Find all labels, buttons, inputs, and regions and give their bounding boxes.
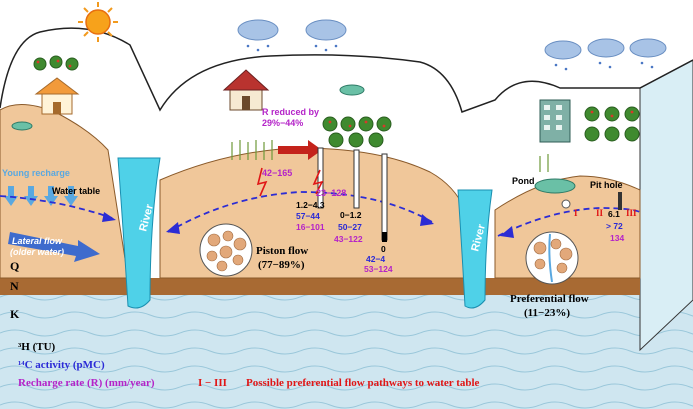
rain-cloud-icon — [237, 19, 667, 60]
well3-recharge: 53−124 — [364, 264, 393, 274]
preferential-flow-soil-closeup — [525, 231, 579, 285]
rain-drops — [246, 44, 654, 71]
pit-hole-recharge: 134 — [610, 233, 624, 243]
pond-label: Pond — [512, 176, 535, 186]
well2-tritium: 0−1.2 — [340, 210, 362, 220]
pit-hole-c14: > 72 — [606, 221, 623, 231]
piston-flow-percentage: (77−89%) — [258, 259, 305, 271]
legend-tritium: ³H (TU) — [18, 341, 56, 353]
well3-c14: 42−4 — [366, 254, 385, 264]
well2-c14: 50−27 — [338, 222, 362, 232]
recharge-reduced-value: 29%−44% — [262, 118, 303, 128]
recharge-path-icon — [256, 167, 268, 197]
preferential-flow-percentage: (11−23%) — [524, 307, 570, 319]
small-pond-left-icon — [11, 121, 33, 131]
orchard-trees-icon — [33, 55, 640, 148]
river-right — [457, 189, 493, 309]
water-table-line — [0, 191, 641, 237]
soil-hill-left — [0, 104, 129, 279]
small-pond-middle-icon — [339, 84, 365, 96]
observation-wells — [317, 147, 622, 242]
preferential-flow-label: Preferential flow — [510, 293, 589, 305]
pond-bottom-outlet-icon — [561, 199, 571, 209]
pathway-label-2: II — [596, 208, 604, 218]
pathway-label-3: III — [626, 208, 637, 218]
water-table-label: Water table — [52, 186, 100, 196]
recharge-rate-cropland: 42−165 — [262, 168, 292, 178]
legend-recharge-rate: Recharge rate (R) (mm/year) — [18, 377, 155, 389]
recharge-path-icon-2 — [312, 169, 324, 195]
pit-hole-label: Pit hole — [590, 180, 623, 190]
block-top-outline — [0, 27, 693, 113]
well1-recharge: 16−101 — [296, 222, 325, 232]
lateral-flow-sublabel: (older water) — [10, 247, 64, 257]
pathway-label-1: I — [574, 208, 578, 218]
land-use-change-arrow — [278, 140, 322, 160]
well2-recharge: 43−122 — [334, 234, 363, 244]
lateral-flow-arrow — [8, 232, 100, 262]
recharge-rate-orchard: 23−128 — [316, 188, 346, 198]
sun-icon — [78, 2, 118, 42]
well1-tritium: 1.2−4.3 — [296, 200, 325, 210]
young-recharge-label: Young recharge — [2, 168, 70, 178]
q-layer-label: Q — [10, 259, 19, 273]
crops-icon — [231, 140, 549, 172]
n-layer-label: N — [10, 279, 19, 293]
legend-pathways: Possible preferential flow pathways to w… — [246, 377, 480, 389]
recharge-reduced-label: R reduced by — [262, 107, 319, 117]
block-side-face — [639, 59, 693, 352]
apartment-building-icon — [539, 99, 571, 143]
house-icon — [34, 77, 80, 115]
bedrock-wave-texture — [0, 295, 693, 409]
piston-flow-label: Piston flow — [256, 245, 308, 257]
river-left — [117, 157, 161, 309]
legend-c14: ¹⁴C activity (pMC) — [18, 359, 105, 371]
pond-icon — [534, 178, 576, 194]
pit-hole-tritium: 6.1 — [608, 209, 620, 219]
well3-tritium: 0 — [381, 244, 386, 254]
lateral-flow-label: Lateral flow — [12, 236, 63, 246]
flow-direction-arrows — [102, 212, 514, 238]
farmhouse-icon — [222, 69, 270, 111]
legend-roman-range: I − III — [198, 377, 227, 389]
k-layer-label: K — [10, 307, 20, 321]
well1-c14: 57−44 — [296, 211, 320, 221]
piston-flow-soil-closeup — [199, 223, 253, 277]
